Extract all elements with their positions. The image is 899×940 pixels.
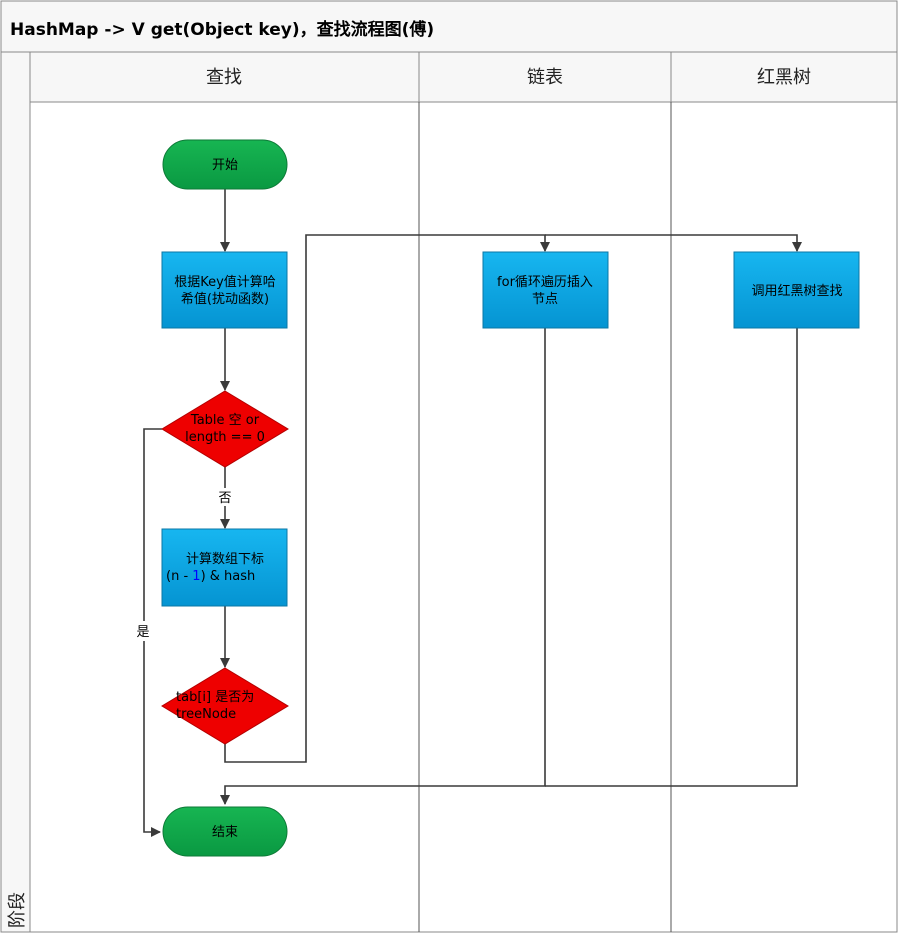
decision-is-treenode-line2: treeNode bbox=[176, 707, 236, 722]
process-compute-hash-line2: 希值(扰动函数) bbox=[181, 291, 269, 307]
stage-column bbox=[0, 51, 31, 933]
process-compute-hash bbox=[161, 251, 288, 329]
lane-title-list: 链表 bbox=[527, 67, 563, 88]
end-terminal bbox=[162, 806, 288, 857]
title-bar bbox=[0, 0, 898, 53]
edge-label-no: 否 bbox=[218, 491, 231, 506]
process-compute-index bbox=[161, 528, 288, 607]
lane-title-search: 查找 bbox=[206, 67, 242, 88]
decision-table-empty bbox=[161, 390, 289, 468]
edge-list-to-end bbox=[220, 328, 546, 805]
decision-table-empty-line1: Table 空 or bbox=[190, 413, 260, 428]
process-list-traverse-line2: 节点 bbox=[532, 292, 558, 307]
stage-label: 阶段 bbox=[7, 892, 28, 928]
edge-label-yes: 是 bbox=[136, 625, 149, 640]
process-tree-search bbox=[733, 251, 860, 329]
end-terminal-label: 结束 bbox=[212, 825, 238, 840]
start-terminal-label: 开始 bbox=[212, 158, 238, 173]
lane-header-list bbox=[418, 51, 672, 103]
lane-header-tree bbox=[670, 51, 898, 103]
process-compute-index-line2: (n - 1) & hash bbox=[166, 569, 255, 584]
decision-is-treenode-line1: tab[i] 是否为 bbox=[176, 690, 254, 705]
edge-label-bg bbox=[216, 488, 234, 506]
lane-header-search bbox=[29, 51, 420, 103]
start-terminal bbox=[162, 139, 288, 190]
edge-treecheck-to-list bbox=[224, 234, 550, 763]
process-list-traverse-line1: for循环遍历插入 bbox=[497, 274, 593, 290]
process-list-traverse bbox=[482, 251, 609, 329]
edge-tree-to-end bbox=[545, 328, 798, 787]
edge-treecheck-to-tree bbox=[545, 234, 802, 252]
process-compute-hash-line1: 根据Key值计算哈 bbox=[174, 274, 276, 290]
process-tree-search-label: 调用红黑树查找 bbox=[751, 283, 842, 299]
index-formula-prefix: (n - bbox=[166, 569, 192, 584]
edge-label-bg bbox=[134, 621, 154, 641]
index-formula-number: 1 bbox=[192, 569, 200, 584]
decision-table-empty-line2: length == 0 bbox=[185, 430, 265, 445]
lane-title-tree: 红黑树 bbox=[757, 67, 811, 88]
index-formula-suffix: ) & hash bbox=[201, 569, 256, 584]
diagram-title: HashMap -> V get(Object key)，查找流程图(傅) bbox=[10, 19, 434, 40]
decision-is-treenode bbox=[161, 667, 289, 745]
process-compute-index-line1: 计算数组下标 bbox=[186, 552, 264, 567]
